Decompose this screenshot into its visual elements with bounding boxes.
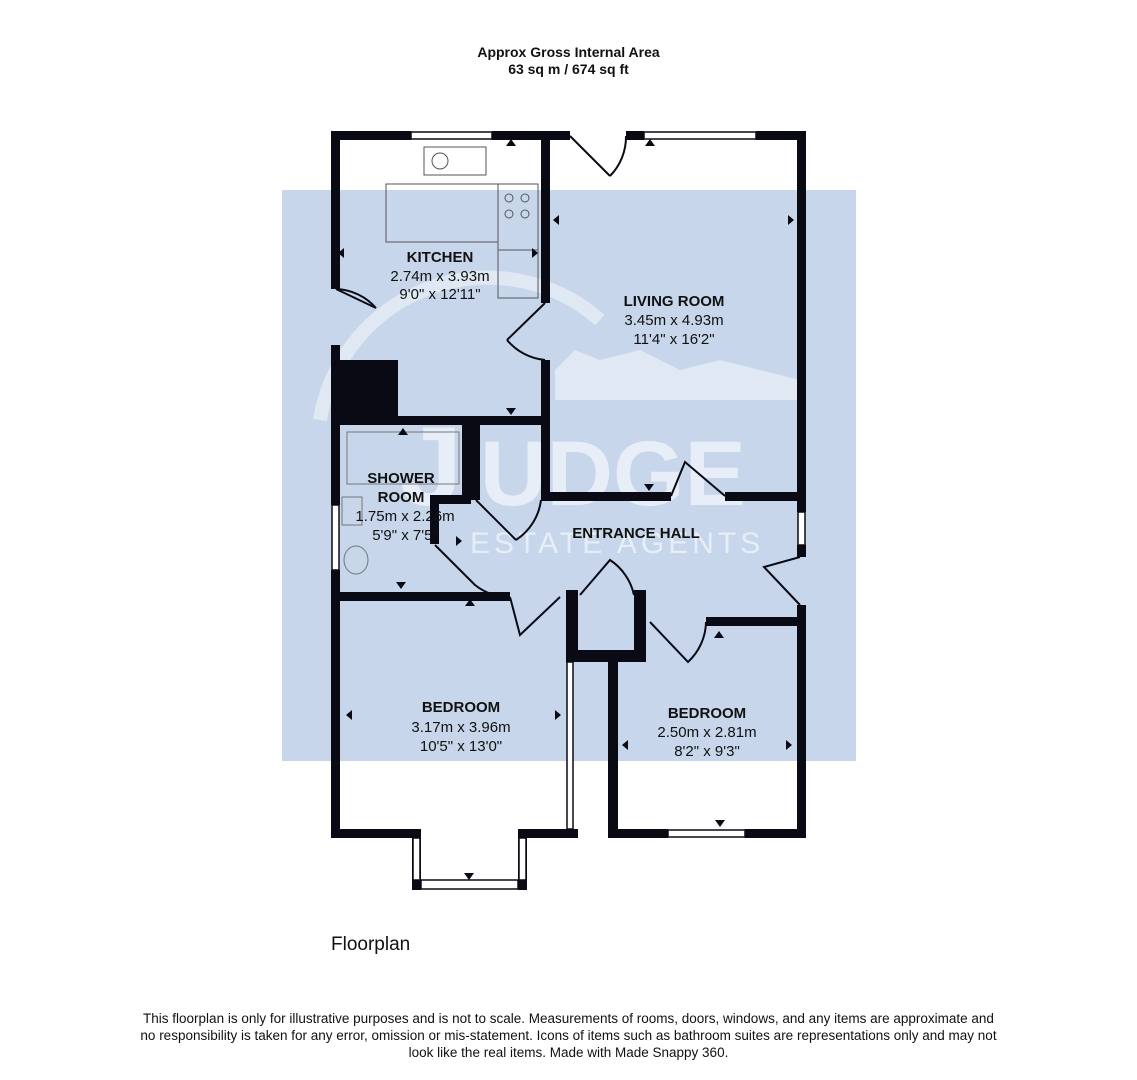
shower-imperial: 5'9" x 7'5" — [372, 527, 438, 544]
living-metric: 3.45m x 4.93m — [624, 312, 723, 329]
door-cupboard — [579, 558, 635, 596]
bedroom2-name: BEDROOM — [668, 705, 746, 722]
door-kitchen — [335, 288, 377, 309]
window-kitchen — [410, 131, 493, 140]
kitchen-imperial: 9'0" x 12'11" — [399, 286, 480, 303]
window-bay-left — [412, 837, 421, 881]
sink-icon — [423, 146, 487, 176]
kitchen-name: KITCHEN — [407, 249, 474, 266]
dimension-arrows — [338, 139, 794, 880]
door-bedroom2 — [649, 621, 707, 664]
shower-metric: 1.75m x 2.26m — [355, 508, 454, 525]
door-shower-hall — [475, 499, 542, 541]
hall-name: ENTRANCE HALL — [572, 525, 700, 542]
bedroom2-imperial: 8'2" x 9'3" — [674, 743, 740, 760]
sink-bowl — [431, 152, 449, 170]
bedroom1-name: BEDROOM — [422, 699, 500, 716]
door-bedroom1 — [509, 596, 561, 637]
windows — [331, 131, 806, 890]
floorplan-caption: Floorplan — [331, 934, 411, 955]
kitchen-metric: 2.74m x 3.93m — [390, 268, 489, 285]
basin-icon — [343, 545, 369, 575]
door-hall-side — [762, 556, 801, 606]
disclaimer-text: This floorplan is only for illustrative … — [140, 1011, 997, 1060]
door-shower — [434, 544, 511, 599]
area-title: Approx Gross Internal Area — [477, 44, 660, 60]
kitchen-fittings — [385, 146, 539, 299]
door-living-hall — [670, 460, 726, 497]
shower-name-2: ROOM — [378, 489, 425, 506]
window-shower — [331, 504, 340, 571]
window-bay — [420, 879, 519, 890]
window-bay-right — [518, 837, 527, 881]
sliding-door — [566, 661, 574, 830]
room-labels: KITCHEN 2.74m x 3.93m 9'0" x 12'11" LIVI… — [355, 249, 756, 760]
window-hall — [797, 511, 806, 546]
watermark-tagline: ESTATE AGENTS — [470, 527, 764, 560]
area-value: 63 sq m / 674 sq ft — [508, 61, 629, 77]
area-header: Approx Gross Internal Area 63 sq m / 674… — [0, 44, 1137, 78]
door-front — [569, 135, 628, 177]
door-living-kitchen — [506, 302, 546, 361]
bedroom2-metric: 2.50m x 2.81m — [657, 724, 756, 741]
doors — [335, 135, 801, 664]
shower-name-1: SHOWER — [367, 470, 435, 487]
bedroom1-metric: 3.17m x 3.96m — [411, 719, 510, 736]
window-bedroom2 — [667, 829, 746, 838]
toilet-icon — [341, 496, 363, 526]
walls — [331, 131, 806, 890]
bedroom1-imperial: 10'5" x 13'0" — [420, 738, 502, 755]
watermark-brand: UDGE — [480, 423, 746, 525]
window-living — [643, 131, 757, 140]
living-name: LIVING ROOM — [624, 293, 725, 310]
watermark-skyline — [555, 350, 800, 400]
living-imperial: 11'4" x 16'2" — [633, 331, 714, 348]
